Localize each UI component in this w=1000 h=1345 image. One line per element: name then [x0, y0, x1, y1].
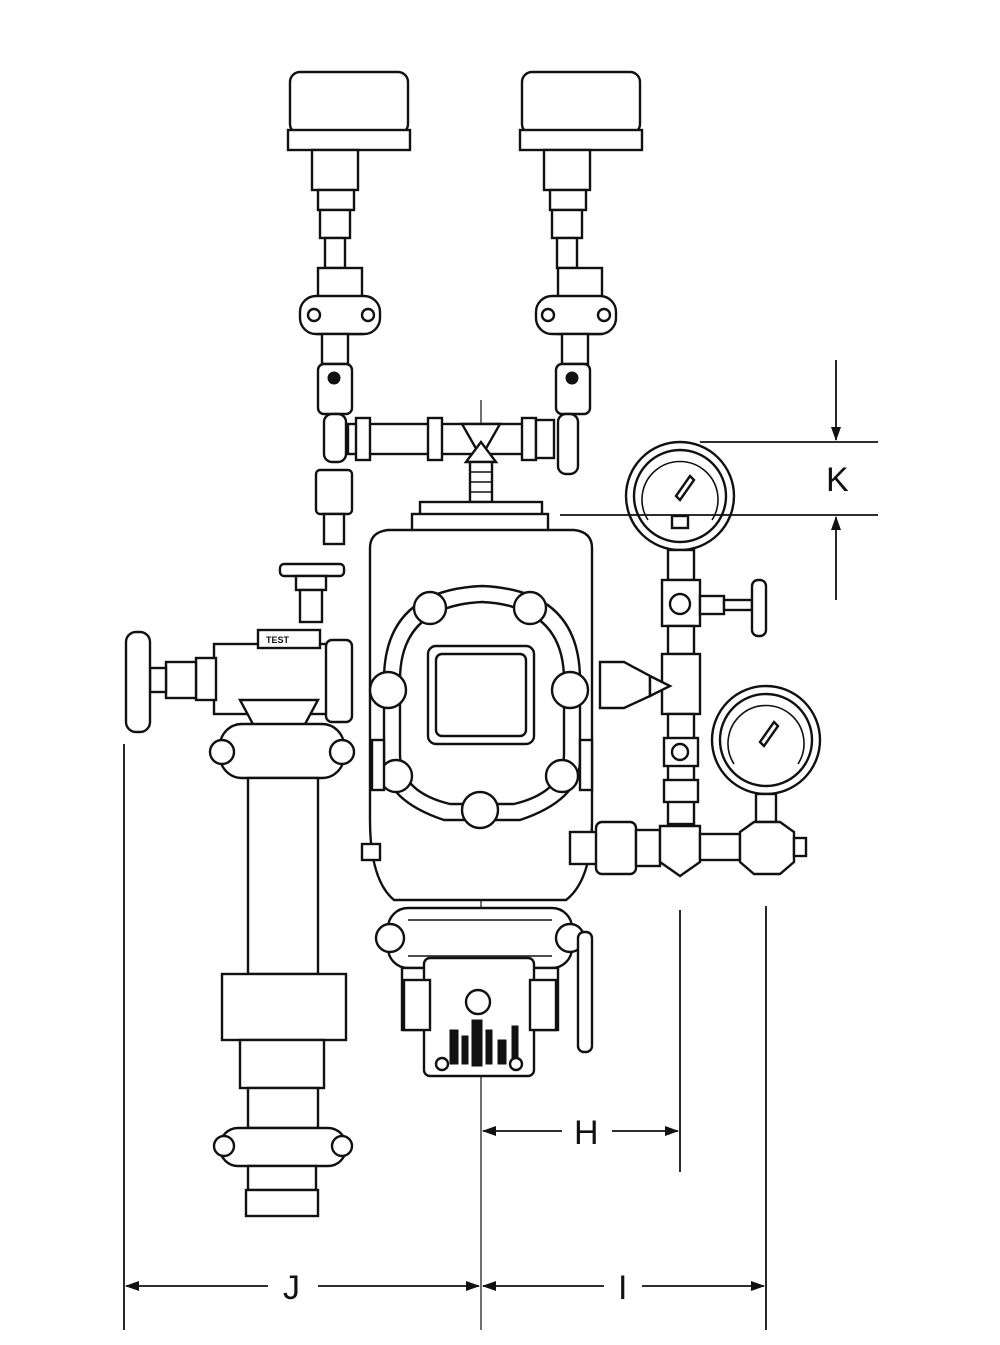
test-valve: TEST: [124, 562, 354, 734]
dimension-i: I: [482, 906, 767, 1330]
alarm-manifold-pipe: [346, 416, 556, 504]
test-label: TEST: [266, 635, 290, 645]
lower-pressure-gauge: [710, 684, 822, 824]
dimension-label-i: I: [618, 1269, 627, 1307]
dimension-label-j: J: [283, 1269, 300, 1307]
upper-pressure-gauge: [624, 440, 736, 552]
dimension-k: K: [560, 360, 878, 600]
dimension-j: J: [123, 744, 480, 1330]
gauge-valve-stack: [598, 548, 768, 826]
dimension-label-h: H: [574, 1114, 599, 1152]
main-valve-body: [360, 500, 594, 902]
dimension-label-k: K: [826, 461, 849, 499]
drain-trim-block: [400, 956, 560, 1078]
lower-trim-pipe: [568, 820, 808, 878]
left-drain-pipe: [208, 698, 356, 1218]
dimension-h: H: [482, 910, 681, 1172]
right-alarm-switch: [518, 70, 644, 476]
left-alarm-switch: [286, 70, 412, 546]
